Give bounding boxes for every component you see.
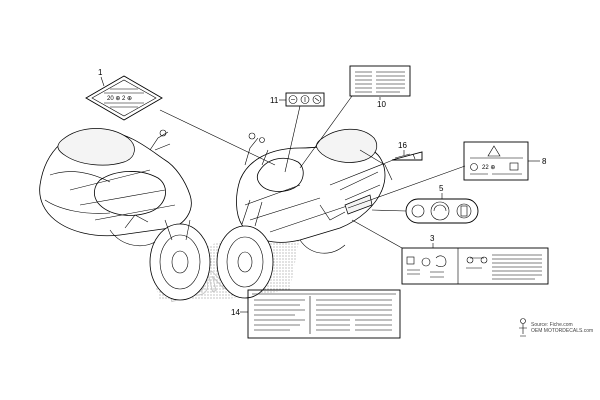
callout-8[interactable]: 8 <box>542 157 547 166</box>
source-line-2: OEM MOTORDECALS.com <box>531 328 594 334</box>
decal-11[interactable] <box>285 92 325 107</box>
leader-5 <box>371 209 407 212</box>
callout-14[interactable]: 14 <box>231 308 240 317</box>
motorcycle-left <box>39 128 211 301</box>
leader-16 <box>329 159 394 186</box>
decal-8-text: 22 ⊕ <box>482 165 495 171</box>
callout-1[interactable]: 1 <box>98 68 103 77</box>
decal-1[interactable]: 20 ⊕ 2 ⊕ <box>85 75 163 121</box>
decal-10[interactable] <box>349 65 411 97</box>
motorcycle-right <box>216 128 393 299</box>
leader-3 <box>351 219 403 249</box>
leader-8 <box>347 165 466 209</box>
leader-1 <box>159 109 276 166</box>
source-logo-icon <box>519 318 527 337</box>
decal-16[interactable] <box>391 151 423 161</box>
callout-3[interactable]: 3 <box>430 234 435 243</box>
decal-5[interactable] <box>405 198 479 224</box>
callout-5[interactable]: 5 <box>439 184 444 193</box>
leader-10 <box>299 95 353 169</box>
callout-16[interactable]: 16 <box>398 141 407 150</box>
callout-10[interactable]: 10 <box>377 100 386 109</box>
decal-3[interactable] <box>401 247 549 285</box>
decal-8[interactable]: 22 ⊕ <box>463 141 529 181</box>
source-line-1: Source: Fiche.com <box>531 322 573 328</box>
leader-11 <box>284 105 301 173</box>
decal-14[interactable] <box>247 289 401 339</box>
source-credit: Source: Fiche.com OEM MOTORDECALS.com <box>531 322 593 334</box>
callout-11[interactable]: 11 <box>270 96 279 105</box>
decal-1-text: 20 ⊕ 2 ⊕ <box>107 96 132 102</box>
